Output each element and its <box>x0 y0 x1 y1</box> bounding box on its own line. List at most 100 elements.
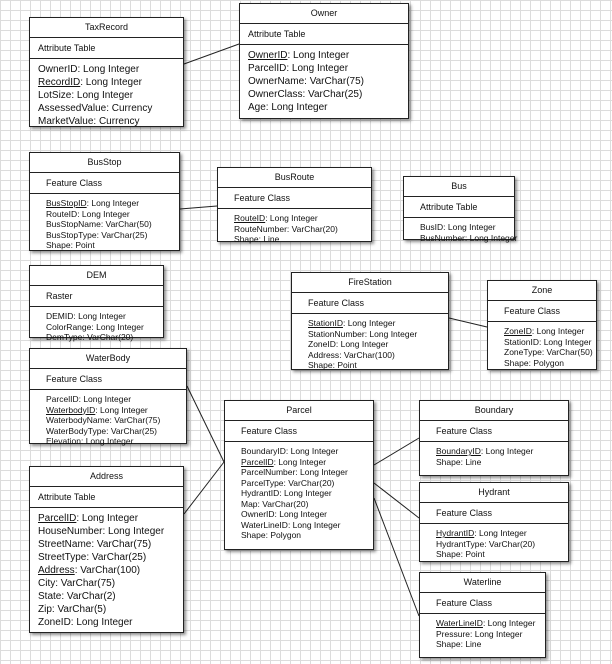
attribute-type: : Long Integer <box>102 526 165 537</box>
attribute-row: DemType: VarChar(20) <box>30 332 163 343</box>
attribute-type: : VarChar(50) <box>100 219 152 229</box>
attribute-type: : Long Integer <box>474 528 527 538</box>
entity-name: Hydrant <box>420 483 568 503</box>
attribute-name: HouseNumber <box>38 526 103 537</box>
attribute-type: : Long Integer <box>286 63 349 74</box>
attribute-row: Map: VarChar(20) <box>225 499 373 510</box>
attribute-row: WaterbodyID: Long Integer <box>30 405 186 416</box>
attribute-row: DEMID: Long Integer <box>30 311 163 322</box>
attribute-type: : VarChar(20) <box>484 538 536 549</box>
attribute-row: RecordID: Long Integer <box>30 76 183 89</box>
attribute-name: Pressure <box>436 628 471 639</box>
attribute-row: BoundaryID: Long Integer <box>225 446 373 457</box>
entity-name: BusStop <box>30 153 179 173</box>
attribute-name: Age <box>248 102 266 113</box>
attribute-row: WaterBodyType: VarChar(25) <box>30 426 186 437</box>
key-attribute-name: ZoneID <box>504 326 532 336</box>
attribute-name: RouteNumber <box>234 223 287 234</box>
attribute-row: Address: VarChar(100) <box>292 350 448 361</box>
attribute-type: : Long Integer <box>287 519 341 530</box>
attribute-row: ZoneID: Long Integer <box>488 326 596 337</box>
attribute-type: : Line <box>258 234 280 244</box>
key-attribute-name: ParcelID <box>241 456 274 467</box>
attribute-name: Shape <box>436 549 461 559</box>
attribute-row: State: VarChar(2) <box>30 590 183 603</box>
attribute-row: StreetType: VarChar(25) <box>30 551 183 564</box>
attribute-name: WaterBodyType <box>46 425 107 436</box>
attribute-row: OwnerName: VarChar(75) <box>240 75 408 88</box>
attribute-row: OwnerID: Long Integer <box>30 63 183 76</box>
attribute-type: : Currency <box>106 103 153 114</box>
entity-kind: Feature Class <box>218 188 371 209</box>
attribute-type: : Long Integer <box>482 618 536 628</box>
attribute-name: Map <box>241 498 258 509</box>
attribute-name: Shape <box>241 530 266 540</box>
attribute-name: HydrantID <box>241 488 280 498</box>
attribute-name: Shape <box>308 360 333 370</box>
attribute-type: : Long Integer <box>70 617 133 628</box>
attribute-row: ZoneID: Long Integer <box>30 616 183 629</box>
attribute-row: Pressure: Long Integer <box>420 629 545 640</box>
attribute-type: : Long Integer <box>285 446 339 456</box>
attribute-name: BusStopName <box>46 219 101 229</box>
attribute-type: : VarChar(20) <box>283 477 335 488</box>
attribute-type: : Long Integer <box>470 628 523 639</box>
attribute-name: StreetType <box>38 552 87 563</box>
attribute-type: : VarChar(75) <box>55 578 116 589</box>
attribute-name: LotSize <box>38 90 72 101</box>
attribute-row: BusStopName: VarChar(50) <box>30 219 179 230</box>
attribute-name: StationID <box>504 336 539 347</box>
attribute-row: ParcelID: Long Integer <box>30 394 186 405</box>
attribute-row: BusID: Long Integer <box>404 222 514 233</box>
attribute-type: : Line <box>460 639 482 649</box>
attribute-name: WaterLineID <box>241 519 288 530</box>
attribute-type: : Long Integer <box>480 446 534 456</box>
attribute-row: StationNumber: Long Integer <box>292 329 448 340</box>
attribute-type: : Long Integer <box>86 198 140 208</box>
entity-name: TaxRecord <box>30 18 183 38</box>
attribute-type: : Point <box>70 240 95 250</box>
attribute-row: BoundaryID: Long Integer <box>420 446 568 457</box>
attribute-type: : Long Integer <box>443 222 496 232</box>
attribute-type: : VarChar(20) <box>82 332 134 342</box>
attribute-row: Shape: Line <box>218 234 371 245</box>
attribute-type: : VarChar(20) <box>257 498 309 509</box>
attribute-name: ColorRange <box>46 321 92 332</box>
link-taxrecord-owner <box>183 43 240 65</box>
entity-name: Owner <box>240 4 408 24</box>
attribute-name: ZoneID <box>308 339 336 349</box>
entity-kind: Feature Class <box>488 301 596 322</box>
attribute-type: : Long Integer <box>265 102 328 113</box>
entity-name: DEM <box>30 266 163 286</box>
attribute-type: : Long Integer <box>76 513 139 524</box>
entity-name: Bus <box>404 177 514 197</box>
attribute-type: : VarChar(2) <box>61 591 116 602</box>
entity-kind: Feature Class <box>420 503 568 524</box>
key-attribute-name: BusStopID <box>46 198 87 208</box>
attribute-row: ColorRange: Long Integer <box>30 322 163 333</box>
attribute-type: : Long Integer <box>77 64 140 75</box>
entity-kind: Feature Class <box>225 421 373 442</box>
attribute-row: ParcelType: VarChar(20) <box>225 478 373 489</box>
entity-kind: Feature Class <box>292 293 448 314</box>
